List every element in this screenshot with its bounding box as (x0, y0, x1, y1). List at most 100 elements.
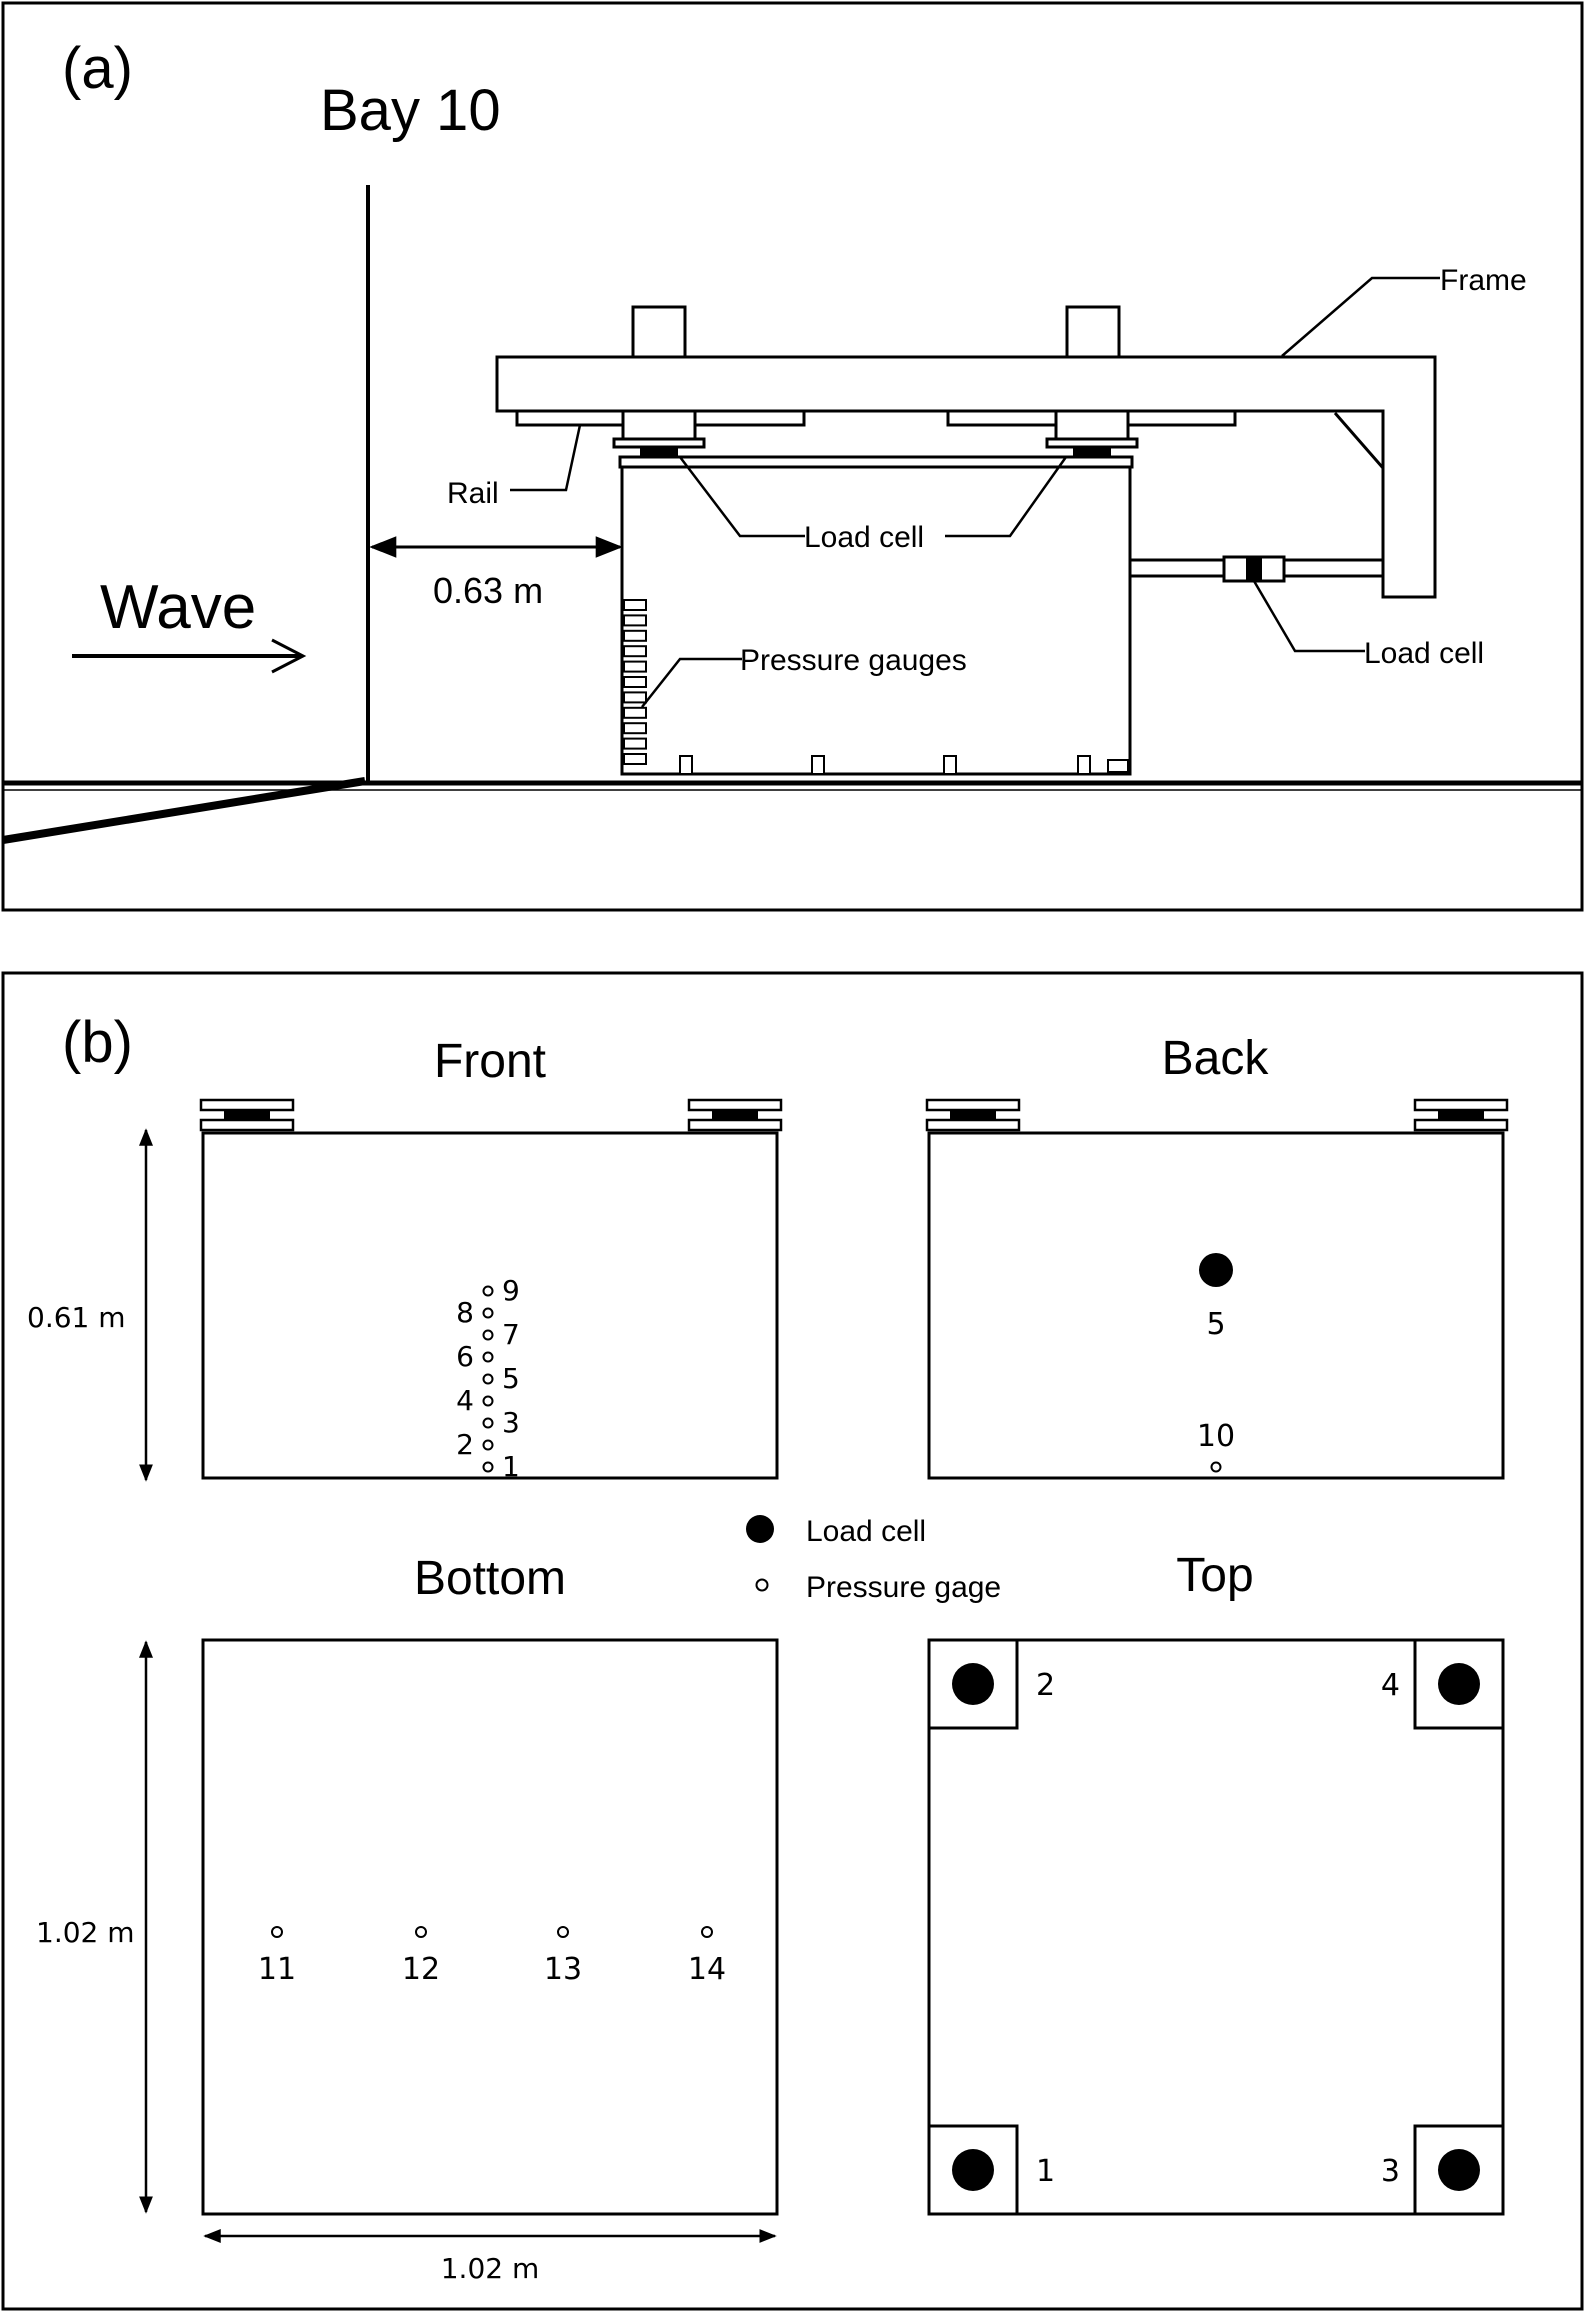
front-pressure-gage-label: 6 (456, 1340, 474, 1373)
bottom-pressure-gage-label: 11 (258, 1952, 296, 1987)
back-pressure-gage-label: 10 (1197, 1419, 1235, 1454)
panel-a: (a) Bay 10 Wave 0.63 m (1, 1, 1584, 912)
front-cap-left (199, 1098, 295, 1112)
bottom-pressure-gauges (679, 755, 1129, 775)
top-view: 1 2 3 4 (927, 1638, 1505, 2216)
top-load-cell-label: 3 (1381, 2154, 1400, 2189)
top-load-cell-label: 1 (1036, 2154, 1055, 2189)
front-gauge-tick (623, 629, 647, 642)
top-load-cells: 1 2 3 4 (927, 1638, 1505, 2216)
front-gauge-tick (623, 737, 647, 750)
panel-a-label: (a) (62, 36, 133, 101)
front-pressure-gage-label: 3 (502, 1406, 520, 1439)
frame-label: Frame (1440, 264, 1527, 297)
bottom-pressure-gage (271, 1926, 283, 1938)
load-cell-top-label: Load cell (804, 521, 924, 554)
front-pressure-gauges (623, 599, 647, 765)
legend-pressure-gage-marker (755, 1578, 769, 1592)
pressure-gauges-label: Pressure gauges (740, 644, 967, 677)
front-pressure-gage (482, 1461, 494, 1473)
box-model (620, 465, 1132, 776)
top-load-cell (952, 2149, 994, 2191)
front-pressure-gage-label: 9 (502, 1274, 520, 1307)
frame (495, 355, 1437, 599)
panel-b: (b) Front Back Bottom Top 0.61 m 1234567… (1, 971, 1584, 2311)
top-title: Top (1176, 1549, 1253, 1602)
front-gauge-tick (623, 753, 647, 765)
front-pressure-gage (482, 1373, 494, 1385)
carriage-right (1054, 409, 1130, 441)
bottom-box (201, 1638, 779, 2216)
rail-leader (510, 424, 582, 492)
front-cap-left-base (199, 1118, 295, 1132)
rail-label: Rail (447, 477, 499, 510)
pressure-gauges-leader (641, 657, 742, 708)
back-cap-left-base (925, 1118, 1021, 1132)
front-pressure-gage-label: 5 (502, 1362, 520, 1395)
legend-load-cell-label: Load cell (806, 1515, 926, 1548)
bottom-gauge-tick (811, 755, 825, 775)
wave-label: Wave (100, 573, 256, 642)
distance-label: 0.63 m (433, 570, 543, 611)
back-cap-right (1413, 1098, 1509, 1112)
front-height-label: 0.61 m (27, 1301, 126, 1334)
front-pressure-gage (482, 1351, 494, 1363)
front-pressure-gage-label: 8 (456, 1296, 474, 1329)
front-title: Front (434, 1035, 546, 1088)
top-load-cell (1438, 2149, 1480, 2191)
panel-b-label: (b) (62, 1010, 133, 1075)
bottom-gauge-tick (1077, 755, 1091, 775)
carriage-left-base (612, 437, 706, 449)
load-cell-top-left (640, 447, 678, 457)
bay-title: Bay 10 (320, 78, 501, 143)
front-cap-right-cell (712, 1110, 758, 1120)
front-gauge-tick (623, 676, 647, 688)
bottom-pressure-gage (415, 1926, 427, 1938)
front-pressure-gage (482, 1307, 494, 1319)
front-pressure-gage (482, 1395, 494, 1407)
ramp-slope (2, 777, 366, 844)
front-gauge-tick (623, 599, 647, 611)
front-pressure-gage-label: 4 (456, 1384, 474, 1417)
bottom-pressure-gage-label: 13 (544, 1952, 582, 1987)
back-cap-left (925, 1098, 1021, 1112)
wave-arrow-head (271, 638, 307, 674)
bottom-pressure-gage-label: 14 (688, 1952, 726, 1987)
load-cell-top-right (1073, 447, 1111, 457)
front-gauge-tick (623, 691, 647, 704)
back-cap-right-cell (1438, 1110, 1484, 1120)
top-load-cell-label: 4 (1381, 1668, 1400, 1703)
front-cap-right-base (687, 1118, 783, 1132)
top-load-cell (952, 1663, 994, 1705)
top-box (927, 1638, 1505, 2216)
panel-b-border (1, 971, 1584, 2311)
load-cell-top-leader-left (679, 456, 805, 538)
front-gauge-tick (623, 660, 647, 673)
back-load-cell-label: 5 (1206, 1307, 1225, 1342)
legend: Load cell Pressure gage (746, 1515, 1001, 1604)
carriage-left (621, 409, 697, 441)
load-cell-side-label: Load cell (1364, 637, 1484, 670)
front-pressure-gage-label: 1 (502, 1450, 520, 1483)
bottom-pressure-gage (701, 1926, 713, 1938)
front-gauge-tick (623, 645, 647, 658)
back-cap-left-cell (950, 1110, 996, 1120)
front-cap-right (687, 1098, 783, 1112)
load-cell-top-leader-right (945, 456, 1068, 538)
bottom-gauge-tick (679, 755, 693, 775)
bottom-pressure-gage (557, 1926, 569, 1938)
back-cap-right-base (1413, 1118, 1509, 1132)
front-gauge-tick (623, 722, 647, 735)
back-box (927, 1131, 1505, 1480)
side-load-cell-core (1246, 557, 1262, 581)
top-load-cell-label: 2 (1036, 1668, 1055, 1703)
panel-a-border (1, 1, 1584, 912)
frame-brace (1333, 412, 1385, 469)
back-load-cell (1199, 1253, 1233, 1287)
front-pressure-gage (482, 1439, 494, 1451)
